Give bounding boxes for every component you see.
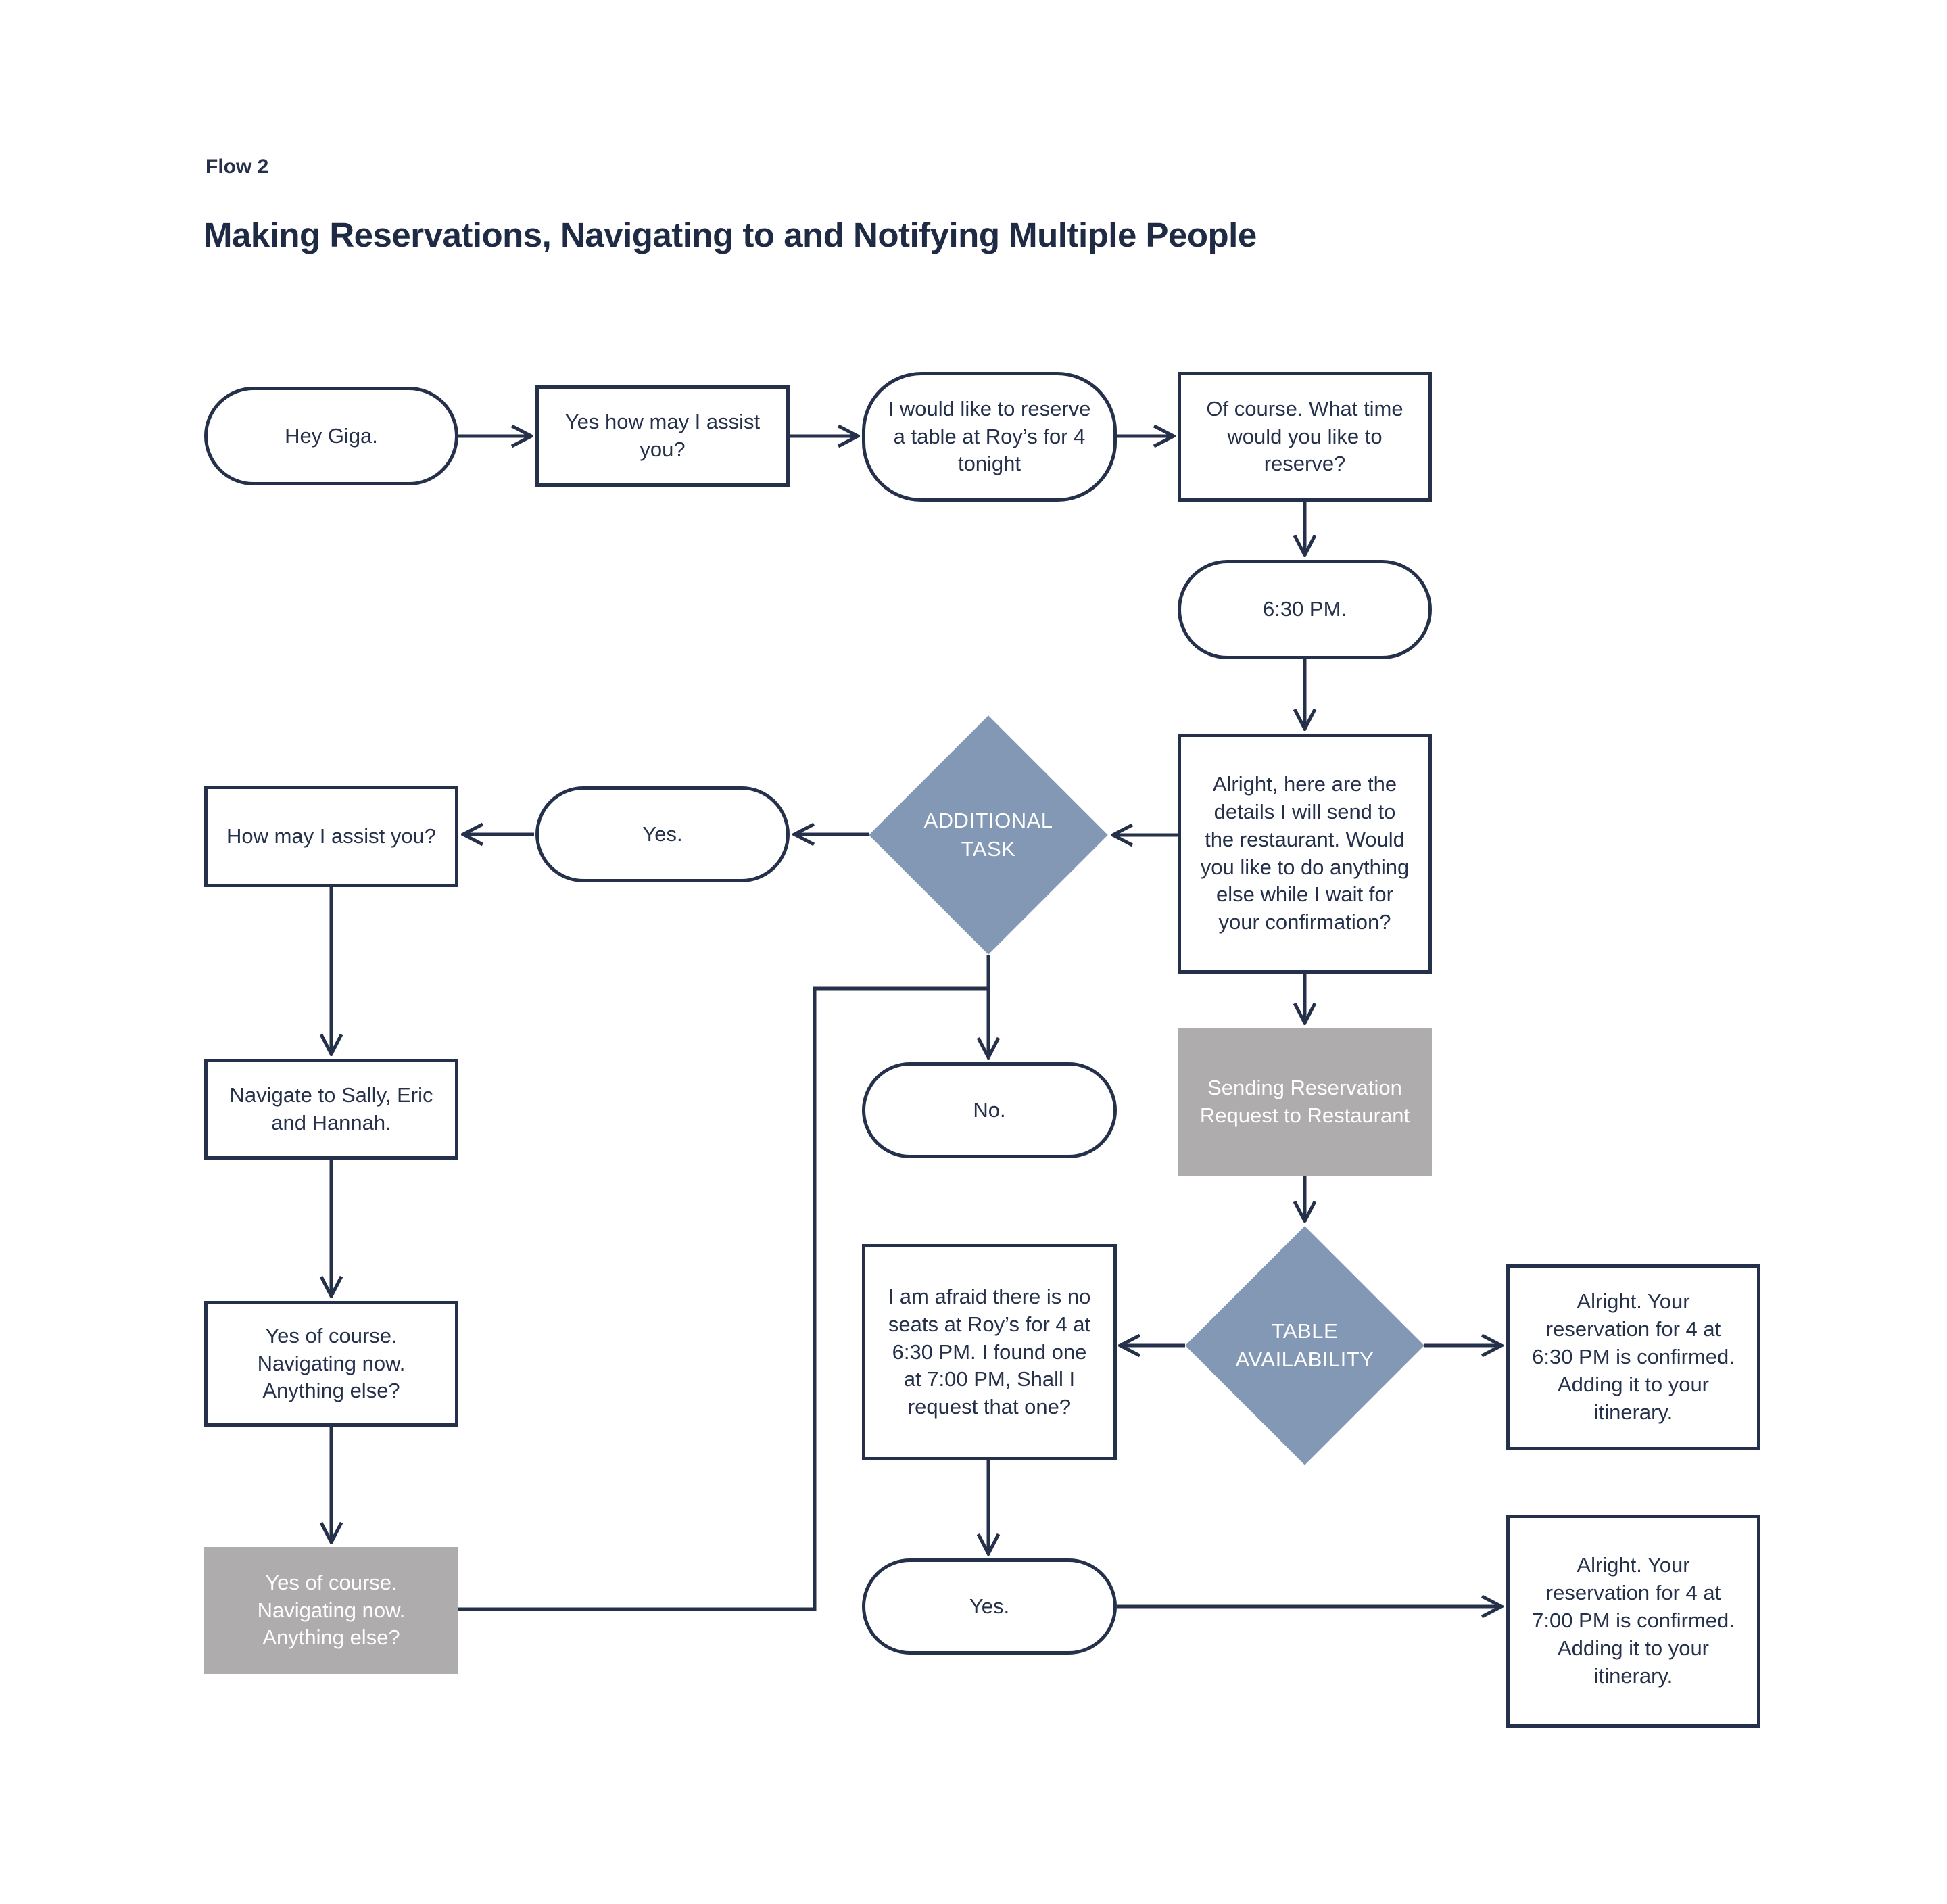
page-title: Making Reservations, Navigating to and N… [203,216,1257,254]
node-details: Alright, here are the details I will sen… [1178,734,1432,974]
decision-diamond-label: ADDITIONAL TASK [923,809,1053,861]
decision-diamond-label: TABLE AVAILABILITY [1235,1319,1374,1371]
node-sending-request: Sending Reservation Request to Restauran… [1178,1028,1432,1176]
node-confirmed-630: Alright. Your reservation for 4 at 6:30 … [1506,1264,1760,1450]
flow-label: Flow 2 [206,156,269,178]
node-navigating-gray: Yes of course. Navigating now. Anything … [204,1547,458,1674]
node-hey-giga: Hey Giga. [204,387,458,485]
node-table-availability: TABLE AVAILABILITY [1183,1224,1426,1467]
node-what-time: Of course. What time would you like to r… [1178,372,1432,502]
node-how-assist: How may I assist you? [204,786,458,887]
node-yes-bottom: Yes. [862,1558,1117,1655]
node-no: No. [862,1062,1117,1158]
node-confirmed-700: Alright. Your reservation for 4 at 7:00 … [1506,1515,1760,1728]
node-yes-how-assist: Yes how may I assist you? [535,385,790,487]
node-navigating-white: Yes of course. Navigating now. Anything … [204,1301,458,1427]
node-yes-mid: Yes. [535,786,790,882]
node-reserve-table: I would like to reserve a table at Roy’s… [862,372,1117,502]
node-no-seats: I am afraid there is no seats at Roy’s f… [862,1244,1117,1460]
node-additional-task: ADDITIONAL TASK [867,713,1110,957]
node-630-pm: 6:30 PM. [1178,560,1432,659]
node-navigate: Navigate to Sally, Eric and Hannah. [204,1059,458,1160]
